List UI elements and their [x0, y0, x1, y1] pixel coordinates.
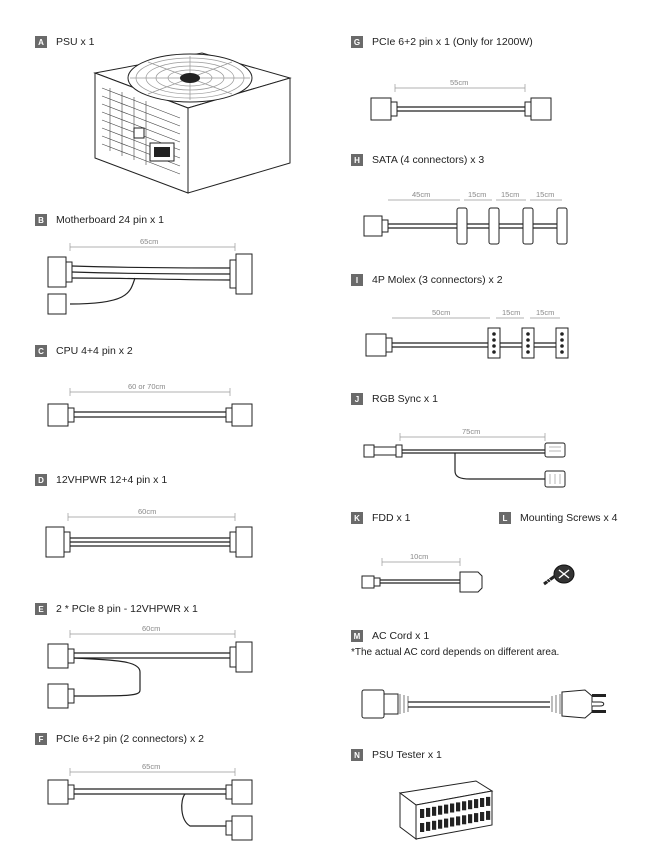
tester-pin: [480, 812, 485, 821]
item-g-length: 55cm: [450, 78, 468, 87]
item-a-header: A PSU x 1: [35, 36, 95, 48]
item-k-cable-diagram: 10cm: [361, 552, 483, 593]
item-b-header: B Motherboard 24 pin x 1: [35, 214, 164, 226]
tester-pin: [432, 820, 437, 830]
item-i-label: 4P Molex (3 connectors) x 2: [372, 274, 503, 286]
item-m-badge: M: [351, 630, 363, 642]
item-f-length: 65cm: [142, 762, 160, 771]
item-d-header: D 12VHPWR 12+4 pin x 1: [35, 474, 167, 486]
tester-pin: [438, 819, 443, 829]
item-h-length-2: 15cm: [468, 190, 486, 199]
item-m-label: AC Cord x 1: [372, 630, 430, 642]
item-h-header: H SATA (4 connectors) x 3: [351, 154, 484, 166]
item-h-length-1: 45cm: [412, 190, 430, 199]
item-n-header: N PSU Tester x 1: [351, 749, 442, 761]
item-c-length: 60 or 70cm: [128, 382, 166, 391]
item-i-length-1: 50cm: [432, 308, 450, 317]
item-l-header: L Mounting Screws x 4: [499, 512, 617, 524]
item-h-label: SATA (4 connectors) x 3: [372, 154, 485, 166]
item-k-header: K FDD x 1: [351, 512, 411, 524]
item-l-badge: L: [499, 512, 511, 524]
item-b-badge: B: [35, 214, 47, 226]
item-c-header: C CPU 4+4 pin x 2: [35, 345, 133, 357]
tester-pin: [456, 816, 461, 826]
item-e-cable-diagram: 60cm: [47, 624, 253, 709]
item-i-length-3: 15cm: [536, 308, 554, 317]
tester-pin: [420, 823, 425, 832]
ac-cord-illustration: [361, 689, 606, 719]
item-e-label: 2 * PCIe 8 pin - 12VHPWR x 1: [56, 603, 198, 615]
tester-pin: [462, 801, 467, 811]
item-e-badge: E: [35, 603, 47, 615]
tester-pin: [420, 809, 425, 818]
item-c-label: CPU 4+4 pin x 2: [56, 345, 133, 357]
item-b-length: 65cm: [140, 237, 158, 246]
item-d-label: 12VHPWR 12+4 pin x 1: [56, 474, 168, 486]
item-h-cable-diagram: 45cm 15cm 15cm 15cm: [363, 190, 568, 245]
psu-illustration: [93, 52, 292, 194]
item-j-badge: J: [351, 393, 363, 405]
tester-pin: [462, 815, 467, 825]
item-b-label: Motherboard 24 pin x 1: [56, 214, 164, 226]
item-j-cable-diagram: 75cm: [363, 427, 566, 488]
tester-pin: [486, 796, 491, 806]
item-d-badge: D: [35, 474, 47, 486]
item-f-cable-diagram: 65cm: [47, 762, 253, 841]
item-k-length: 10cm: [410, 552, 428, 561]
tester-pin: [444, 818, 449, 828]
tester-pin: [426, 821, 431, 831]
item-g-badge: G: [351, 36, 363, 48]
item-f-label: PCIe 6+2 pin (2 connectors) x 2: [56, 733, 204, 745]
tester-pin: [450, 803, 455, 813]
tester-pin: [438, 805, 443, 815]
item-g-label: PCIe 6+2 pin x 1 (Only for 1200W): [372, 36, 533, 48]
item-n-badge: N: [351, 749, 363, 761]
tester-pin: [468, 800, 473, 810]
screw-illustration: [543, 564, 575, 586]
item-m-note: *The actual AC cord depends on different…: [351, 647, 560, 658]
item-j-length: 75cm: [462, 427, 480, 436]
tester-pin: [468, 814, 473, 824]
item-h-length-4: 15cm: [536, 190, 554, 199]
item-n-label: PSU Tester x 1: [372, 749, 442, 761]
item-j-header: J RGB Sync x 1: [351, 393, 438, 405]
tester-pin: [426, 807, 431, 817]
item-f-header: F PCIe 6+2 pin (2 connectors) x 2: [35, 733, 204, 745]
tester-pin: [456, 802, 461, 812]
tester-pin: [444, 804, 449, 814]
item-k-badge: K: [351, 512, 363, 524]
item-b-cable-diagram: 65cm: [47, 237, 253, 315]
item-i-badge: I: [351, 274, 363, 286]
psu-tester-illustration: [398, 780, 494, 840]
item-i-length-2: 15cm: [502, 308, 520, 317]
item-m-header: M AC Cord x 1: [351, 630, 429, 642]
item-k-label: FDD x 1: [372, 512, 411, 524]
item-l-label: Mounting Screws x 4: [520, 512, 618, 524]
tester-pin: [432, 806, 437, 816]
item-d-length: 60cm: [138, 507, 156, 516]
item-i-header: I 4P Molex (3 connectors) x 2: [351, 274, 503, 286]
item-d-cable-diagram: 60cm: [45, 507, 253, 558]
tester-pin: [474, 799, 479, 809]
item-f-badge: F: [35, 733, 47, 745]
item-g-header: G PCIe 6+2 pin x 1 (Only for 1200W): [351, 36, 533, 48]
item-h-length-3: 15cm: [501, 190, 519, 199]
tester-pin: [486, 810, 491, 820]
tester-pin: [480, 798, 485, 807]
item-a-label: PSU x 1: [56, 36, 95, 48]
item-e-length: 60cm: [142, 624, 160, 633]
item-g-cable-diagram: 55cm: [370, 78, 552, 121]
tester-pin: [474, 813, 479, 823]
item-a-badge: A: [35, 36, 47, 48]
item-j-label: RGB Sync x 1: [372, 393, 438, 405]
item-i-cable-diagram: 50cm 15cm 15cm: [365, 308, 569, 359]
item-h-badge: H: [351, 154, 363, 166]
item-c-badge: C: [35, 345, 47, 357]
item-c-cable-diagram: 60 or 70cm: [47, 382, 253, 427]
item-e-header: E 2 * PCIe 8 pin - 12VHPWR x 1: [35, 603, 198, 615]
tester-pin: [450, 817, 455, 827]
